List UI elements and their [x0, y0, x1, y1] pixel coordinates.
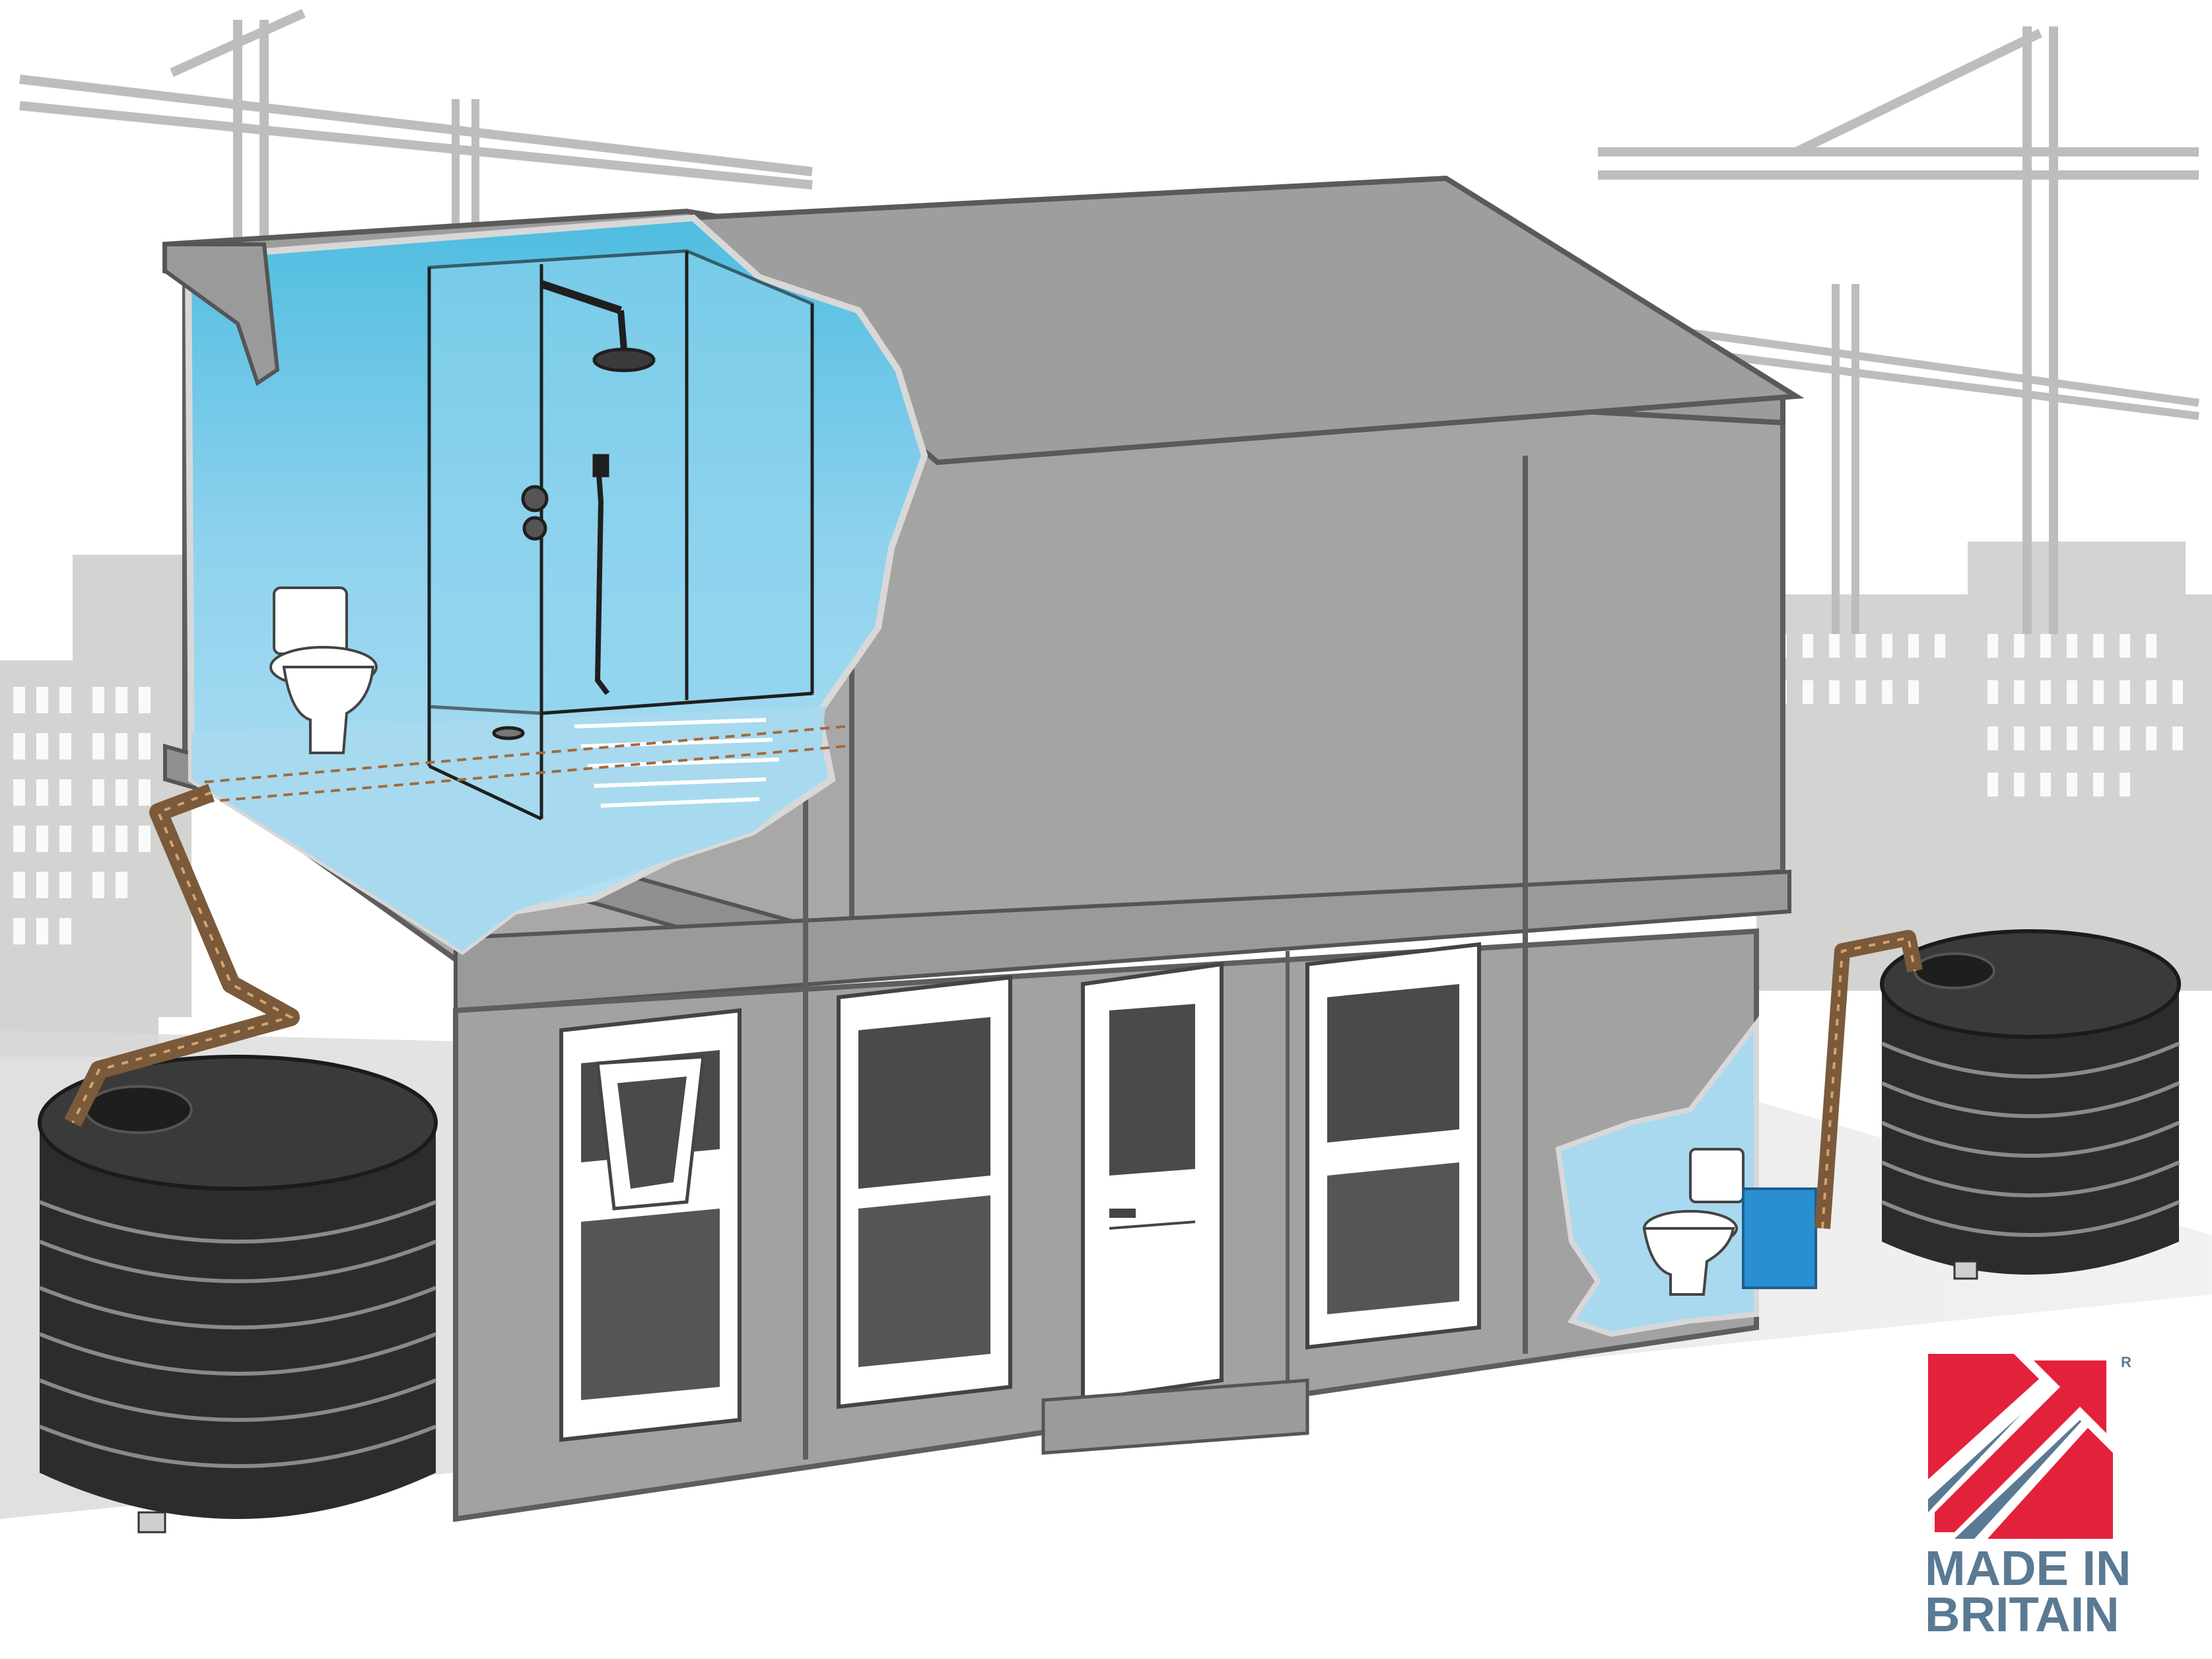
background-skyline: [0, 9, 2212, 1057]
front-door: [1081, 962, 1224, 1403]
skyline-building-right: [1756, 542, 2212, 991]
door-step: [1041, 1378, 1309, 1455]
crane-icon: [1598, 26, 2199, 634]
building: [162, 175, 1817, 1522]
downpipe-right: [1815, 930, 1923, 1229]
logo-line-1: MADE IN: [1925, 1541, 2131, 1596]
flow-arrow-icon: [197, 725, 846, 804]
skyline-windows-left: [13, 687, 151, 944]
water-tank-icon: [38, 1055, 438, 1534]
flow-arrow-icon: [71, 791, 294, 1123]
pump-icon: [1742, 1187, 1817, 1289]
shower-icon: [427, 249, 814, 821]
bathroom-floor: [191, 707, 825, 951]
registered-mark: R: [2121, 1354, 2131, 1370]
window: [837, 975, 1012, 1409]
floor-band-front: [454, 869, 1791, 1013]
toilet-icon: [1642, 1148, 1745, 1296]
skyline-windows-right: [1776, 634, 2183, 796]
window: [559, 1008, 742, 1442]
union-flag-arrow-icon: [1928, 1354, 2113, 1539]
skyline-building-left: [0, 555, 191, 1057]
gutter: [163, 242, 280, 386]
logo-line-2: BRITAIN: [1925, 1587, 2120, 1642]
water-tank-icon: [1880, 929, 2181, 1280]
toilet-icon: [269, 586, 378, 754]
window: [1305, 942, 1481, 1350]
made-in-britain-logo: R MADE IN BRITAIN: [1925, 1354, 2131, 1642]
